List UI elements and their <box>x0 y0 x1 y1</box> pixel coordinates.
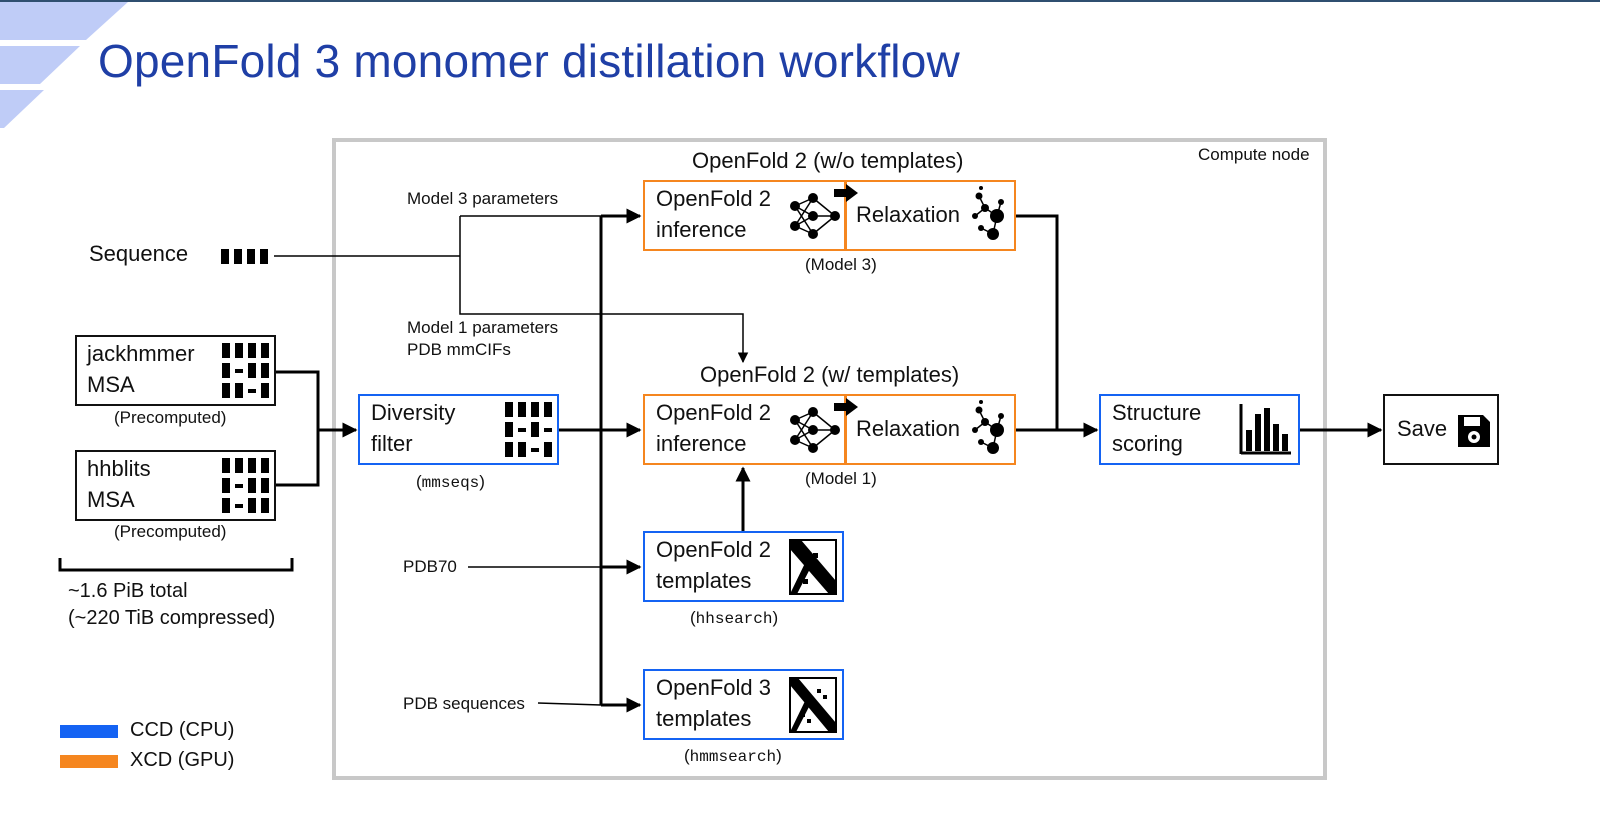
corner-stripes-decoration <box>0 2 128 128</box>
total-size-label: ~1.6 PiB total <box>68 580 188 602</box>
of2-no-templates-box: OpenFold 2 inference Relaxation <box>643 180 1016 251</box>
msa-grid-icon <box>222 458 269 513</box>
hhblits-caption: (Precomputed) <box>114 522 227 541</box>
of2-box-divider <box>844 394 847 465</box>
of2-relaxation-label: Relaxation <box>856 416 960 441</box>
legend-swatch-cpu <box>60 725 118 738</box>
pdb-mmcifs-label: PDB mmCIFs <box>407 340 511 359</box>
arrow-right-icon <box>834 184 858 202</box>
legend-swatch-gpu <box>60 755 118 768</box>
save-box: Save <box>1383 394 1499 465</box>
top-rule <box>0 0 1600 2</box>
of2-inference-line1: OpenFold 2 <box>656 186 771 211</box>
compute-node-frame <box>332 138 1327 780</box>
of2-box-divider <box>844 180 847 251</box>
of3-templates-box: OpenFold 3 templates <box>643 669 844 740</box>
hhblits-msa-box: hhblits MSA <box>75 450 276 521</box>
model1-parameters-label: Model 1 parameters <box>407 318 559 337</box>
jackhmmer-msa-label: MSA <box>87 372 135 397</box>
of2-with-templates-header: OpenFold 2 (w/ templates) <box>700 362 960 387</box>
model3-parameters-label: Model 3 parameters <box>407 189 559 208</box>
sequence-icon <box>221 249 268 264</box>
legend-label-gpu: XCD (GPU) <box>130 749 235 771</box>
of3-templates-line2: templates <box>656 706 752 731</box>
hhblits-label: hhblits <box>87 456 151 481</box>
floppy-disk-icon <box>1458 415 1490 447</box>
template-matrix-icon <box>789 539 837 595</box>
of2-templates-caption: (hhsearch) <box>690 608 779 628</box>
structure-scoring-line2: scoring <box>1112 431 1183 456</box>
of2-inference-line1: OpenFold 2 <box>656 400 771 425</box>
diversity-filter-caption: (mmseqs) <box>416 472 485 492</box>
of2-relaxation-label: Relaxation <box>856 202 960 227</box>
pdb70-label: PDB70 <box>403 557 457 576</box>
of2-with-templates-box: OpenFold 2 inference Relaxation <box>643 394 1016 465</box>
of3-templates-line1: OpenFold 3 <box>656 675 771 700</box>
of2-templates-line1: OpenFold 2 <box>656 537 771 562</box>
hhblits-msa-label: MSA <box>87 487 135 512</box>
sequence-label: Sequence <box>89 241 189 266</box>
model1-caption: (Model 1) <box>805 469 877 488</box>
diversity-filter-line2: filter <box>371 431 413 456</box>
molecule-icon <box>972 186 1004 240</box>
jackhmmer-msa-box: jackhmmer MSA <box>75 335 276 406</box>
pdb-sequences-label: PDB sequences <box>403 694 525 713</box>
of3-templates-caption: (hmmsearch) <box>684 746 782 766</box>
structure-scoring-line1: Structure <box>1112 400 1202 425</box>
neural-network-icon <box>790 407 840 453</box>
structure-scoring-box: Structure scoring <box>1099 394 1300 465</box>
of2-no-templates-header: OpenFold 2 (w/o templates) <box>692 148 964 173</box>
page-title: OpenFold 3 monomer distillation workflow <box>98 35 960 87</box>
compressed-size-label: (~220 TiB compressed) <box>68 607 276 629</box>
compute-node-label: Compute node <box>1198 145 1310 164</box>
of2-inference-line2: inference <box>656 431 747 456</box>
template-matrix-icon <box>789 677 837 733</box>
save-label: Save <box>1397 416 1448 441</box>
jackhmmer-label: jackhmmer <box>87 341 195 366</box>
of2-templates-line2: templates <box>656 568 752 593</box>
msa-grid-icon <box>222 343 269 398</box>
diversity-filter-box: Diversity filter <box>358 394 559 465</box>
diversity-filter-line1: Diversity <box>371 400 456 425</box>
model3-caption: (Model 3) <box>805 255 877 274</box>
neural-network-icon <box>790 193 840 239</box>
legend-label-cpu: CCD (CPU) <box>130 719 235 741</box>
jackhmmer-caption: (Precomputed) <box>114 408 227 427</box>
msa-grid-icon <box>505 402 552 457</box>
bar-chart-icon <box>1239 404 1291 455</box>
of2-templates-box: OpenFold 2 templates <box>643 531 844 602</box>
of2-inference-line2: inference <box>656 217 747 242</box>
molecule-icon <box>972 400 1004 454</box>
arrow-right-icon <box>834 398 858 416</box>
